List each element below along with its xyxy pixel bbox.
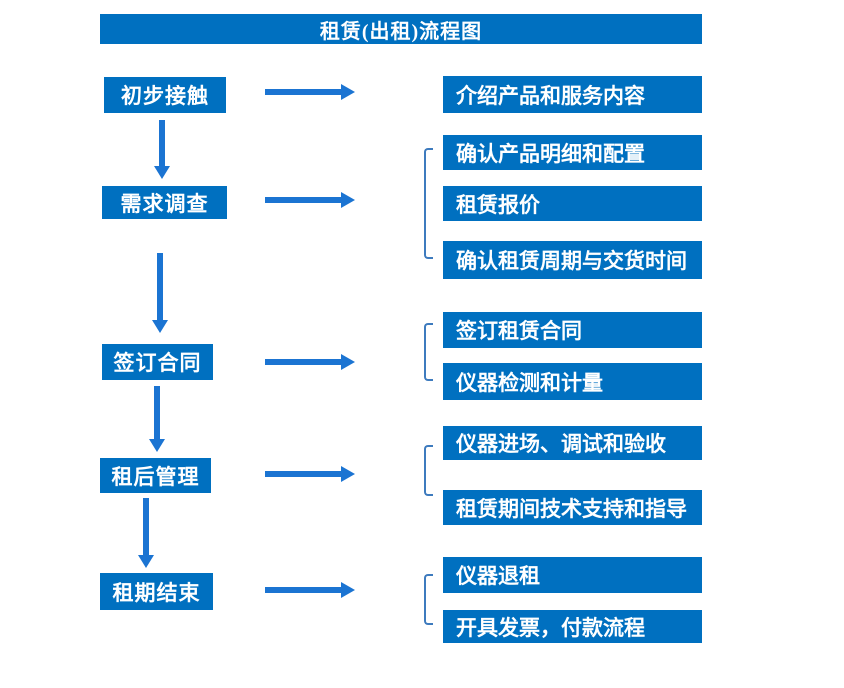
arrow-head	[341, 582, 355, 598]
title-bar: 租赁(出租)流程图	[100, 14, 702, 44]
right-arrow-icon	[265, 84, 355, 100]
arrow-shaft	[265, 359, 343, 365]
step-box-rental-end: 租期结束	[100, 573, 213, 610]
arrow-shaft	[265, 89, 343, 95]
step-box-sign-contract: 签订合同	[102, 344, 213, 380]
detail-box-introduce-products: 介绍产品和服务内容	[443, 76, 702, 113]
down-arrow-icon	[138, 498, 154, 568]
right-arrow-icon	[265, 354, 355, 370]
detail-box-invoice-payment: 开具发票，付款流程	[443, 610, 702, 643]
group-bracket	[424, 445, 433, 496]
step-box-initial-contact: 初步接触	[104, 77, 226, 113]
right-arrow-icon	[265, 466, 355, 482]
detail-box-tech-support: 租赁期间技术支持和指导	[443, 490, 702, 525]
arrow-shaft	[143, 498, 149, 555]
arrow-shaft	[154, 386, 160, 439]
group-bracket	[424, 323, 433, 381]
group-bracket	[424, 148, 433, 259]
arrow-head	[138, 555, 154, 568]
detail-box-rental-quote: 租赁报价	[443, 186, 702, 221]
arrow-shaft	[265, 471, 343, 477]
down-arrow-icon	[152, 253, 168, 333]
right-arrow-icon	[265, 192, 355, 208]
down-arrow-icon	[154, 120, 170, 179]
arrow-head	[154, 166, 170, 179]
detail-box-instrument-return: 仪器退租	[443, 557, 702, 593]
arrow-head	[149, 439, 165, 452]
arrow-shaft	[265, 197, 343, 203]
arrow-head	[341, 354, 355, 370]
arrow-shaft	[159, 120, 165, 166]
arrow-shaft	[157, 253, 163, 320]
arrow-shaft	[265, 587, 343, 593]
group-bracket	[424, 574, 433, 625]
detail-box-confirm-product-config: 确认产品明细和配置	[443, 135, 702, 170]
arrow-head	[341, 192, 355, 208]
step-box-post-rental-management: 租后管理	[100, 458, 211, 493]
detail-box-confirm-period-delivery: 确认租赁周期与交货时间	[443, 241, 702, 279]
step-box-demand-survey: 需求调查	[102, 186, 227, 219]
page-title: 租赁(出租)流程图	[319, 20, 483, 43]
arrow-head	[152, 320, 168, 333]
down-arrow-icon	[149, 386, 165, 452]
detail-box-instrument-setup-acceptance: 仪器进场、调试和验收	[443, 426, 702, 460]
right-arrow-icon	[265, 582, 355, 598]
detail-box-instrument-testing: 仪器检测和计量	[443, 363, 702, 400]
detail-box-sign-rental-contract: 签订租赁合同	[443, 312, 702, 348]
arrow-head	[341, 84, 355, 100]
arrow-head	[341, 466, 355, 482]
